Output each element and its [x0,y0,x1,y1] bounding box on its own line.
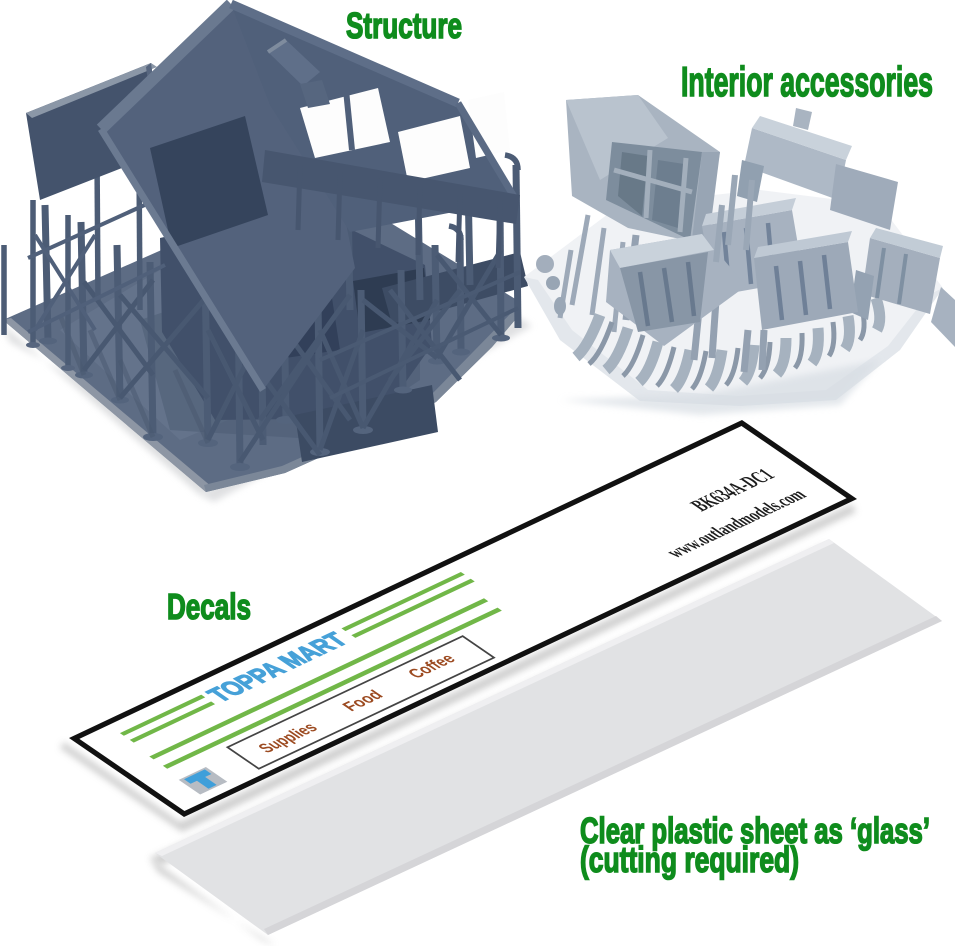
svg-text:Decals: Decals [167,586,251,627]
svg-text:(cutting required): (cutting required) [580,839,799,880]
svg-text:Clear plastic sheet as ‘glass’: Clear plastic sheet as ‘glass’ [580,810,930,851]
svg-text:Structure: Structure [346,5,462,46]
svg-text:Interior accessories: Interior accessories [681,58,933,105]
